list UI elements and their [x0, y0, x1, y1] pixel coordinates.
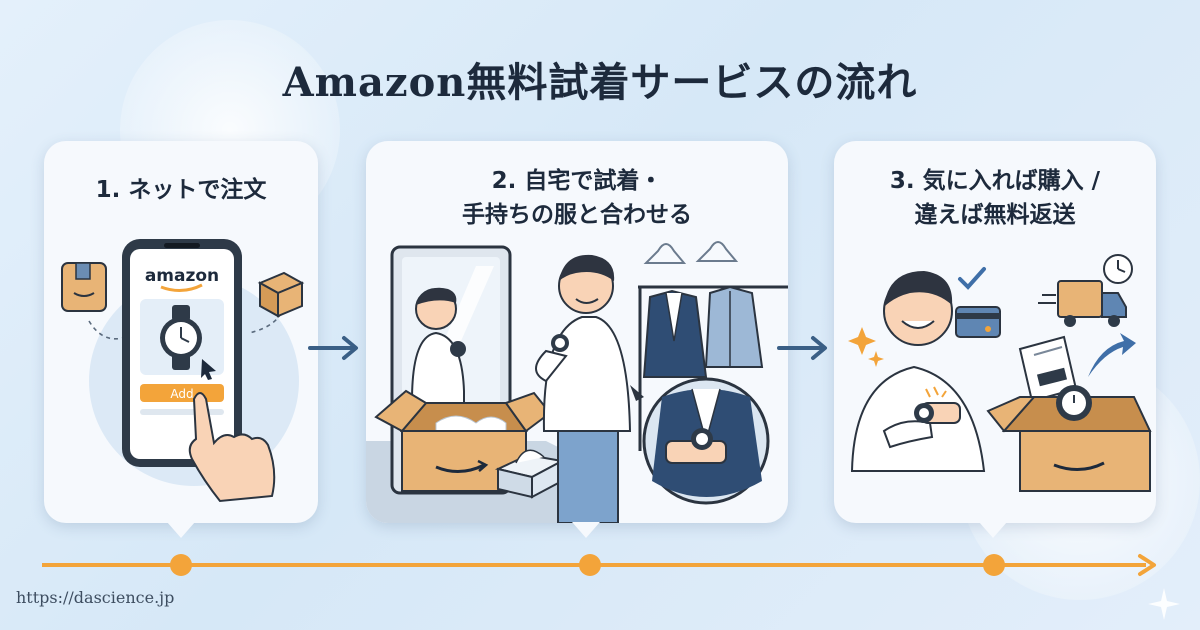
zoom-detail-icon [630, 377, 770, 505]
page-title: Amazon無料試着サービスの流れ [282, 59, 918, 106]
card-pointer [572, 522, 600, 538]
step-title: 3. 気に入れば購入 / [889, 168, 1101, 194]
smartphone-icon: amazon Add [122, 239, 242, 467]
step-title: 2. 自宅で試着・ [491, 168, 663, 194]
clock-icon [1103, 254, 1133, 284]
amazon-brand-text: amazon [145, 266, 219, 286]
buy-return-illustration [848, 254, 1152, 492]
return-arrow-icon [1088, 333, 1136, 377]
step-title: 手持ちの服と合わせる [462, 202, 692, 228]
happy-person-icon [850, 271, 986, 472]
timeline [42, 554, 1156, 576]
timeline-dot [983, 554, 1005, 576]
check-icon [958, 267, 986, 290]
arrow-right-icon [777, 336, 827, 360]
delivery-truck-icon [1038, 280, 1127, 327]
sparkle-icon [1148, 588, 1180, 620]
timeline-dot [170, 554, 192, 576]
step-card-try-on: 2. 自宅で試着・ 手持ちの服と合わせる [366, 141, 788, 523]
person-icon [535, 254, 632, 523]
card-pointer [167, 522, 195, 538]
return-box-icon [986, 335, 1152, 492]
box-icon [257, 271, 305, 318]
order-illustration: amazon Add [61, 239, 305, 503]
step-card-buy-or-return: 3. 気に入れば購入 / 違えば無料返送 [834, 141, 1156, 523]
credit-card-icon [955, 306, 1001, 338]
hand-icon [188, 392, 276, 503]
arrow-right-icon [308, 336, 358, 360]
add-button-label: Add [170, 387, 193, 401]
step-title: 1. ネットで注文 [95, 177, 267, 203]
card-pointer [979, 522, 1007, 538]
footer-url[interactable]: https://dascience.jp [16, 588, 175, 607]
clothes-rack-icon [638, 241, 788, 451]
step-card-order: 1. ネットで注文 amazon [44, 141, 318, 523]
try-on-illustration [366, 241, 788, 523]
timeline-dot [579, 554, 601, 576]
step-title: 違えば無料返送 [914, 202, 1076, 228]
package-icon [61, 262, 107, 312]
